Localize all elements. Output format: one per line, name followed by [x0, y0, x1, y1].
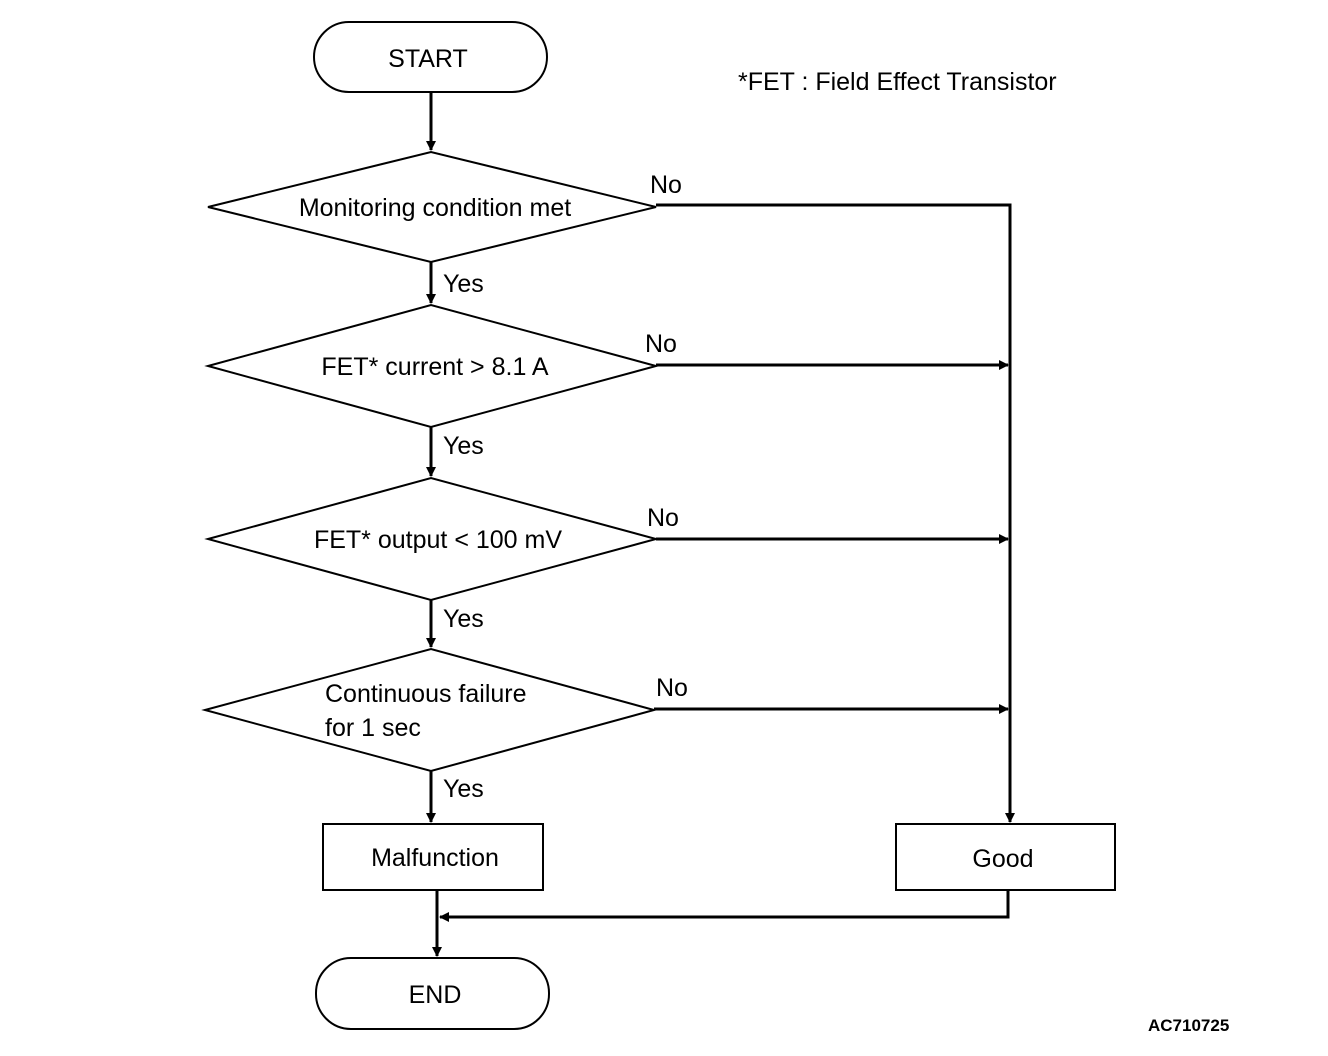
arrow-d1-no-to-good — [656, 203, 1015, 823]
arrow-good-to-end — [439, 890, 1010, 922]
edge-label-d3-yes: Yes — [443, 605, 484, 633]
decision-monitoring-condition-label: Monitoring condition met — [299, 194, 571, 222]
decision-fet-output: FET* output < 100 mV — [204, 476, 660, 602]
decision-fet-current-label: FET* current > 8.1 A — [321, 353, 549, 381]
edge-label-d4-no: No — [656, 674, 688, 702]
edge-label-d2-yes: Yes — [443, 432, 484, 460]
decision-monitoring-condition: Monitoring condition met — [207, 150, 657, 264]
start-terminal: START — [313, 21, 548, 93]
end-label: END — [409, 981, 462, 1009]
malfunction-box: Malfunction — [322, 823, 544, 891]
decision-continuous-failure-label-line1: Continuous failure — [325, 680, 527, 708]
start-label: START — [388, 45, 468, 73]
edge-label-d2-no: No — [645, 330, 677, 358]
decision-fet-output-label: FET* output < 100 mV — [314, 526, 562, 554]
fet-note: *FET : Field Effect Transistor — [738, 68, 1057, 96]
edge-label-d4-yes: Yes — [443, 775, 484, 803]
good-label: Good — [972, 845, 1033, 873]
decision-continuous-failure-label-line2: for 1 sec — [325, 714, 421, 742]
edge-label-d3-no: No — [647, 504, 679, 532]
edge-label-d1-no: No — [650, 171, 682, 199]
edge-label-d1-yes: Yes — [443, 270, 484, 298]
end-terminal: END — [315, 957, 550, 1030]
malfunction-label: Malfunction — [371, 844, 499, 872]
decision-fet-current: FET* current > 8.1 A — [204, 303, 660, 429]
good-box: Good — [895, 823, 1116, 891]
decision-continuous-failure: Continuous failure for 1 sec — [201, 647, 658, 773]
figure-code: AC710725 — [1148, 1016, 1229, 1035]
